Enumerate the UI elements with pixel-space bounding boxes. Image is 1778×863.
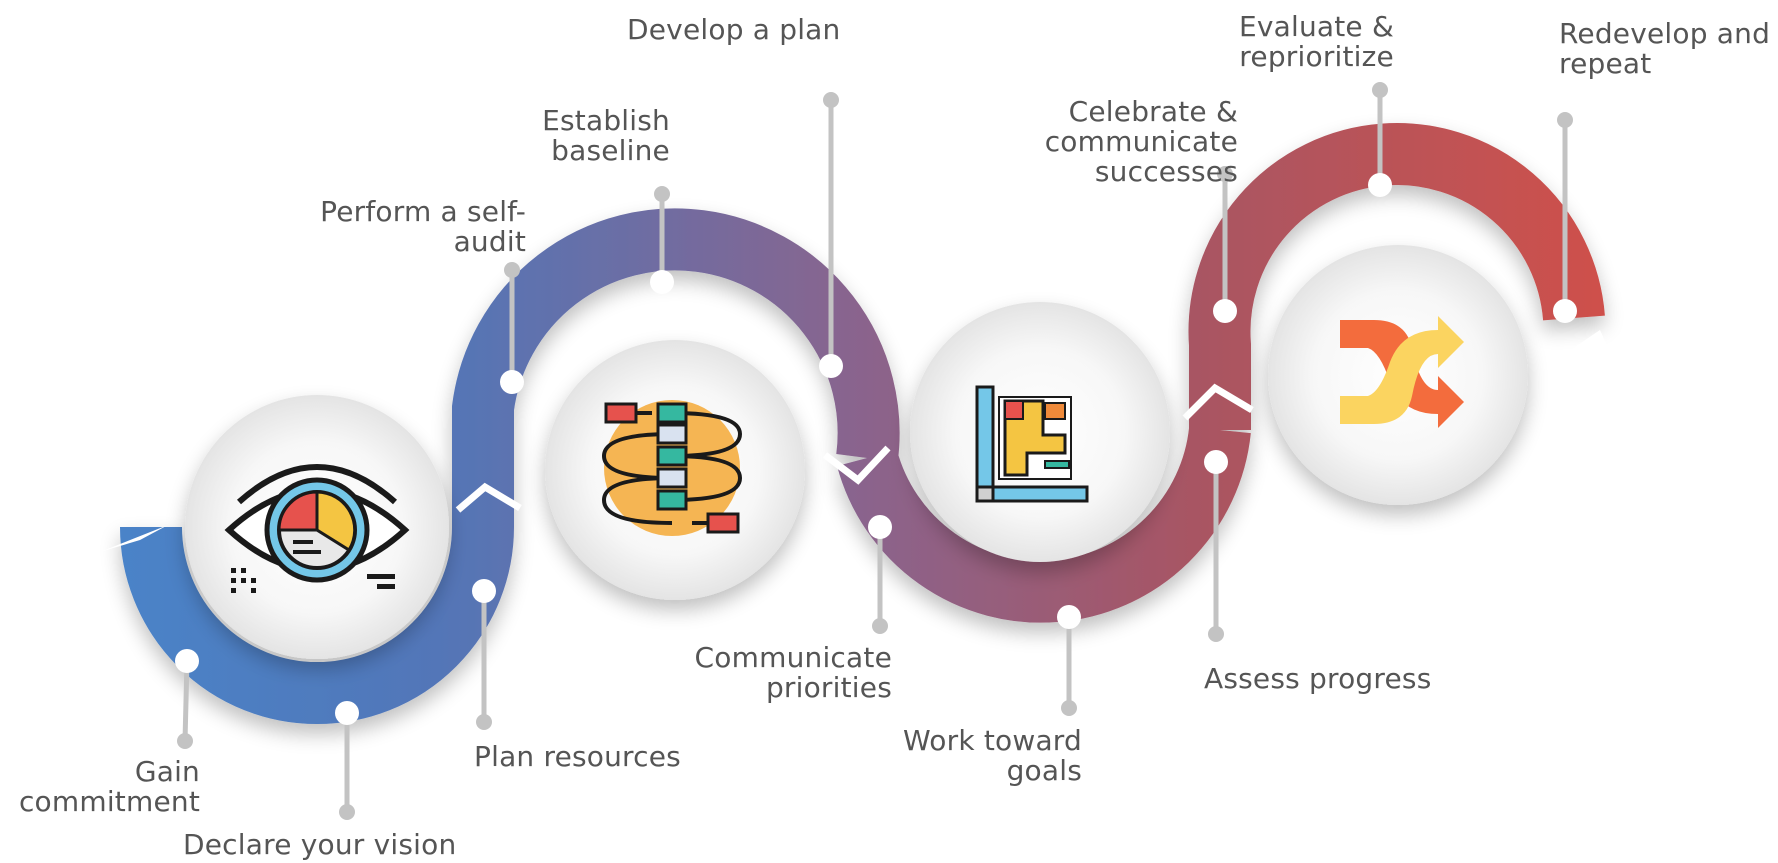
ribbon-segment-3 [837, 426, 1251, 623]
ribbon-dot-declare-vision [335, 701, 359, 725]
ribbon-dot-gain-commitment [175, 649, 199, 673]
connector-end-dot-assess-progress [1208, 626, 1224, 642]
ribbon-dot-evaluate-reprioritize [1368, 173, 1392, 197]
label-gain-commitment: Gain commitment [18, 755, 200, 818]
notch-3 [1182, 383, 1254, 421]
label-plan-resources: Plan resources [474, 740, 681, 773]
ribbon-end-cut [1548, 330, 1612, 365]
flowchart-icon [601, 400, 743, 536]
ribbon-dot-self-audit [500, 370, 524, 394]
label-work-toward-goals: Work toward goals [903, 724, 1082, 787]
connector-end-dot-work-toward-goals [1061, 700, 1077, 716]
blueprint-ruler-icon [975, 385, 1089, 503]
connector-end-dot-communicate-priorities [872, 618, 888, 634]
ribbon-segment-1 [120, 526, 514, 724]
ribbon-dot-work-toward-goals [1057, 605, 1081, 629]
label-establish-baseline: Establish baseline [542, 104, 670, 167]
label-declare-your-vision: Declare your vision [183, 828, 457, 861]
label-communicate-priorities: Communicate priorities [694, 641, 892, 704]
ribbon-dot-develop-plan [819, 354, 843, 378]
connector-end-dot-evaluate-reprioritize [1372, 82, 1388, 98]
connector-end-dot-establish-baseline [654, 186, 670, 202]
ribbon-notches [455, 383, 1254, 513]
label-redevelop-and-repeat: Redevelop and repeat [1559, 17, 1771, 80]
ribbon-dot-communicate-priorities [868, 515, 892, 539]
label-evaluate-reprioritize: Evaluate & reprioritize [1238, 10, 1394, 73]
connector-end-dot-gain-commitment [177, 733, 193, 749]
connector-end-dot-develop-plan [823, 92, 839, 108]
notch-1 [455, 482, 522, 513]
notch-2 [822, 445, 891, 485]
connector-end-dot-celebrate-successes [1217, 166, 1233, 182]
eye-chart-icon [224, 464, 410, 593]
label-perform-self-audit: Perform a self- audit [320, 195, 526, 258]
ribbon-dot-celebrate-successes [1213, 299, 1237, 323]
ribbon-dot-establish-baseline [650, 270, 674, 294]
connector-gain-commitment [182, 658, 190, 744]
label-assess-progress: Assess progress [1204, 662, 1432, 695]
shuffle-arrows-icon [1340, 316, 1464, 428]
ribbon-dot-plan-resources [472, 579, 496, 603]
connector-end-dot-plan-resources [476, 714, 492, 730]
connector-end-dot-redevelop-repeat [1557, 112, 1573, 128]
ribbon-dot-assess-progress [1204, 450, 1228, 474]
connector-end-dot-declare-vision [339, 804, 355, 820]
connector-end-dot-self-audit [504, 262, 520, 278]
ribbon-start-cut [100, 525, 168, 552]
ribbon-dots [175, 173, 1577, 725]
step-connectors [177, 82, 1573, 820]
label-celebrate-successes: Celebrate & communicate successes [1044, 95, 1238, 188]
ribbon-dot-redevelop-repeat [1553, 299, 1577, 323]
label-develop-a-plan: Develop a plan [627, 13, 841, 46]
